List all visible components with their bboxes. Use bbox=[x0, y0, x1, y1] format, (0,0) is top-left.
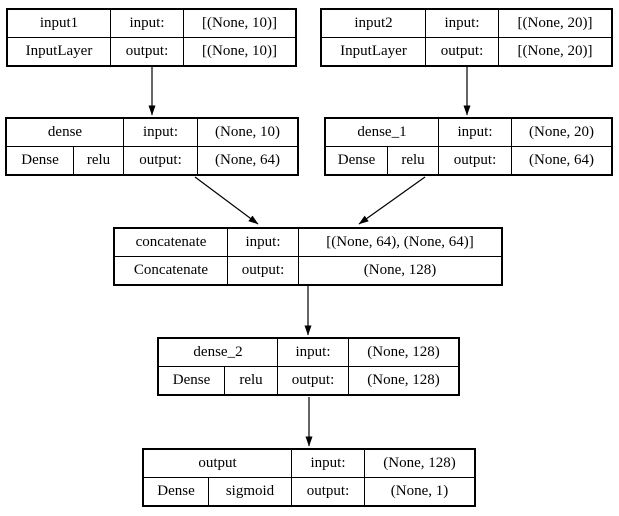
layer-name: input1 bbox=[8, 10, 110, 37]
output-shape: (None, 128) bbox=[299, 257, 501, 284]
output-label: output: bbox=[124, 147, 197, 174]
layer-class: Dense bbox=[159, 367, 224, 394]
input-shape: (None, 128) bbox=[349, 339, 458, 366]
layer-name: input2 bbox=[322, 10, 425, 37]
input-label: input: bbox=[426, 10, 498, 37]
edge-dense_1-concatenate bbox=[358, 176, 426, 225]
activation: relu bbox=[225, 367, 277, 394]
layer-name: output bbox=[144, 450, 291, 477]
node-dense-2: dense_2 input: (None, 128) Dense relu ou… bbox=[157, 337, 460, 396]
layer-class: InputLayer bbox=[8, 38, 110, 65]
input-label: input: bbox=[124, 119, 197, 146]
edge-dense-concatenate bbox=[194, 176, 259, 225]
node-dense: dense input: (None, 10) Dense relu outpu… bbox=[5, 117, 299, 176]
input-shape: [(None, 64), (None, 64)] bbox=[299, 229, 501, 256]
input-label: input: bbox=[292, 450, 364, 477]
layer-class: InputLayer bbox=[322, 38, 425, 65]
layer-class: Dense bbox=[326, 147, 387, 174]
output-shape: (None, 64) bbox=[198, 147, 297, 174]
input-shape: (None, 128) bbox=[365, 450, 474, 477]
output-shape: [(None, 20)] bbox=[499, 38, 611, 65]
input-shape: (None, 20) bbox=[512, 119, 611, 146]
activation: relu bbox=[388, 147, 438, 174]
layer-class: Concatenate bbox=[115, 257, 227, 284]
output-shape: [(None, 10)] bbox=[184, 38, 295, 65]
layer-name: concatenate bbox=[115, 229, 227, 256]
node-dense-1: dense_1 input: (None, 20) Dense relu out… bbox=[324, 117, 613, 176]
layer-class: Dense bbox=[7, 147, 73, 174]
layer-name: dense bbox=[7, 119, 123, 146]
output-label: output: bbox=[111, 38, 183, 65]
output-label: output: bbox=[292, 478, 364, 505]
layer-class: Dense bbox=[144, 478, 208, 505]
output-label: output: bbox=[426, 38, 498, 65]
output-shape: (None, 1) bbox=[365, 478, 474, 505]
output-shape: (None, 64) bbox=[512, 147, 611, 174]
input-label: input: bbox=[439, 119, 511, 146]
layer-name: dense_2 bbox=[159, 339, 277, 366]
output-label: output: bbox=[228, 257, 298, 284]
input-shape: (None, 10) bbox=[198, 119, 297, 146]
node-output: output input: (None, 128) Dense sigmoid … bbox=[142, 448, 476, 507]
node-concatenate: concatenate input: [(None, 64), (None, 6… bbox=[113, 227, 503, 286]
input-label: input: bbox=[228, 229, 298, 256]
output-shape: (None, 128) bbox=[349, 367, 458, 394]
layer-name: dense_1 bbox=[326, 119, 438, 146]
input-label: input: bbox=[111, 10, 183, 37]
node-input1: input1 input: [(None, 10)] InputLayer ou… bbox=[6, 8, 297, 67]
activation: sigmoid bbox=[209, 478, 291, 505]
output-label: output: bbox=[278, 367, 348, 394]
input-shape: [(None, 20)] bbox=[499, 10, 611, 37]
output-label: output: bbox=[439, 147, 511, 174]
input-label: input: bbox=[278, 339, 348, 366]
input-shape: [(None, 10)] bbox=[184, 10, 295, 37]
activation: relu bbox=[74, 147, 123, 174]
node-input2: input2 input: [(None, 20)] InputLayer ou… bbox=[320, 8, 613, 67]
